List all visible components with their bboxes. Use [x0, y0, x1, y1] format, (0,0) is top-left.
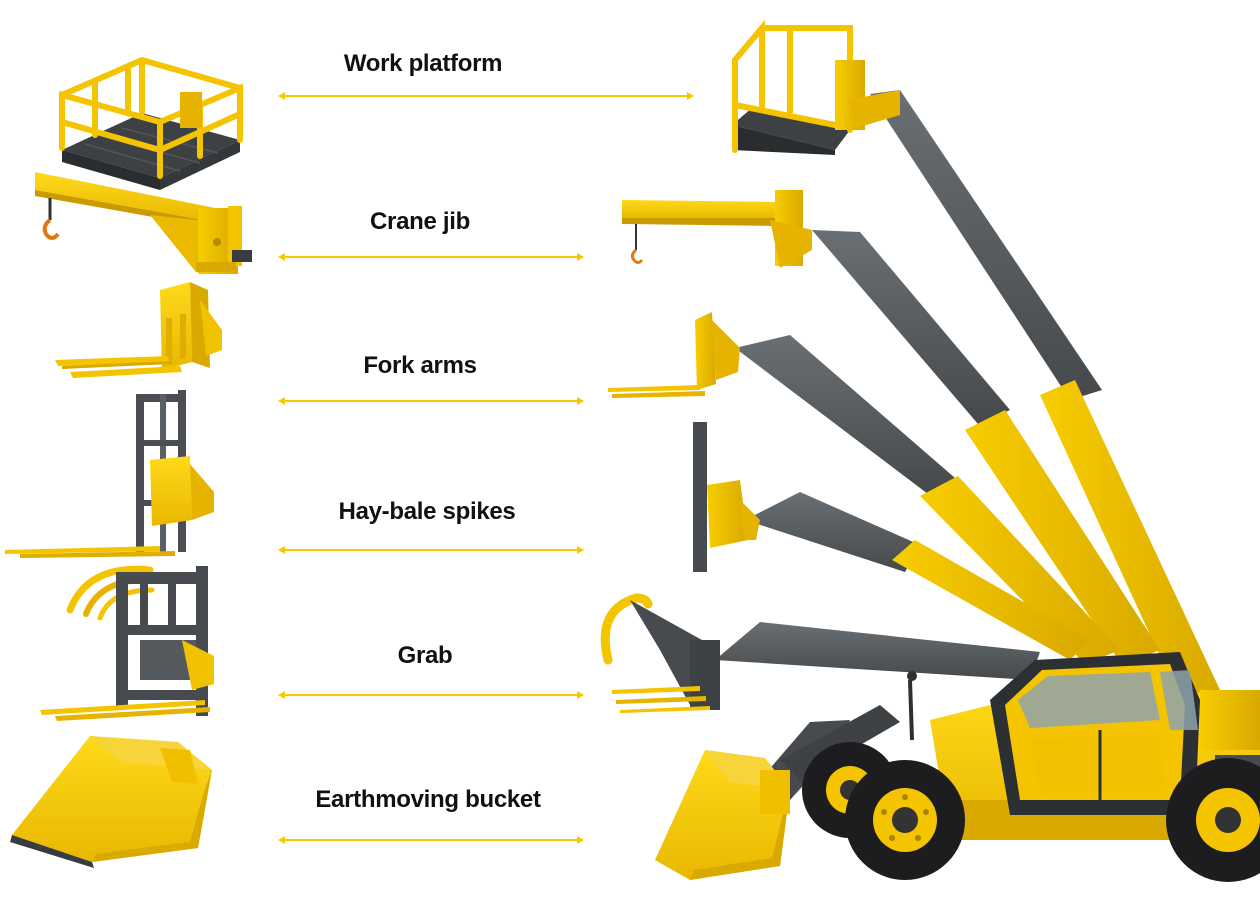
fork-arms-left-illustration [55, 282, 222, 378]
fork-arms-right-illustration [608, 312, 740, 398]
leader-line-grab [278, 691, 584, 699]
hay-bale-spikes-right-illustration [693, 422, 760, 572]
crane-jib-left-illustration [35, 172, 252, 274]
work-platform-left-illustration [59, 56, 243, 190]
earthmoving-bucket-right-illustration [655, 750, 790, 880]
leader-line-hay-bale-spikes [278, 546, 584, 554]
label-earthmoving-bucket: Earthmoving bucket [315, 786, 541, 813]
work-platform-right-illustration [732, 19, 900, 155]
label-crane-jib: Crane jib [370, 208, 470, 235]
label-fork-arms: Fork arms [363, 352, 477, 379]
leader-line-fork-arms [278, 397, 584, 405]
leader-line-work-platform [278, 92, 694, 100]
grab-right-illustration [600, 593, 720, 713]
hay-bale-spikes-left-illustration [5, 390, 214, 558]
leader-line-earthmoving-bucket [278, 836, 584, 844]
label-grab: Grab [397, 642, 453, 669]
earthmoving-bucket-left-illustration [10, 736, 212, 868]
crane-jib-right-illustration [622, 190, 812, 268]
leader-line-crane-jib [278, 253, 584, 261]
wheels [802, 742, 1260, 882]
label-hay-bale-spikes: Hay-bale spikes [338, 498, 516, 525]
booms [715, 90, 1220, 700]
label-work-platform: Work platform [343, 50, 503, 77]
grab-left-illustration [40, 565, 214, 721]
